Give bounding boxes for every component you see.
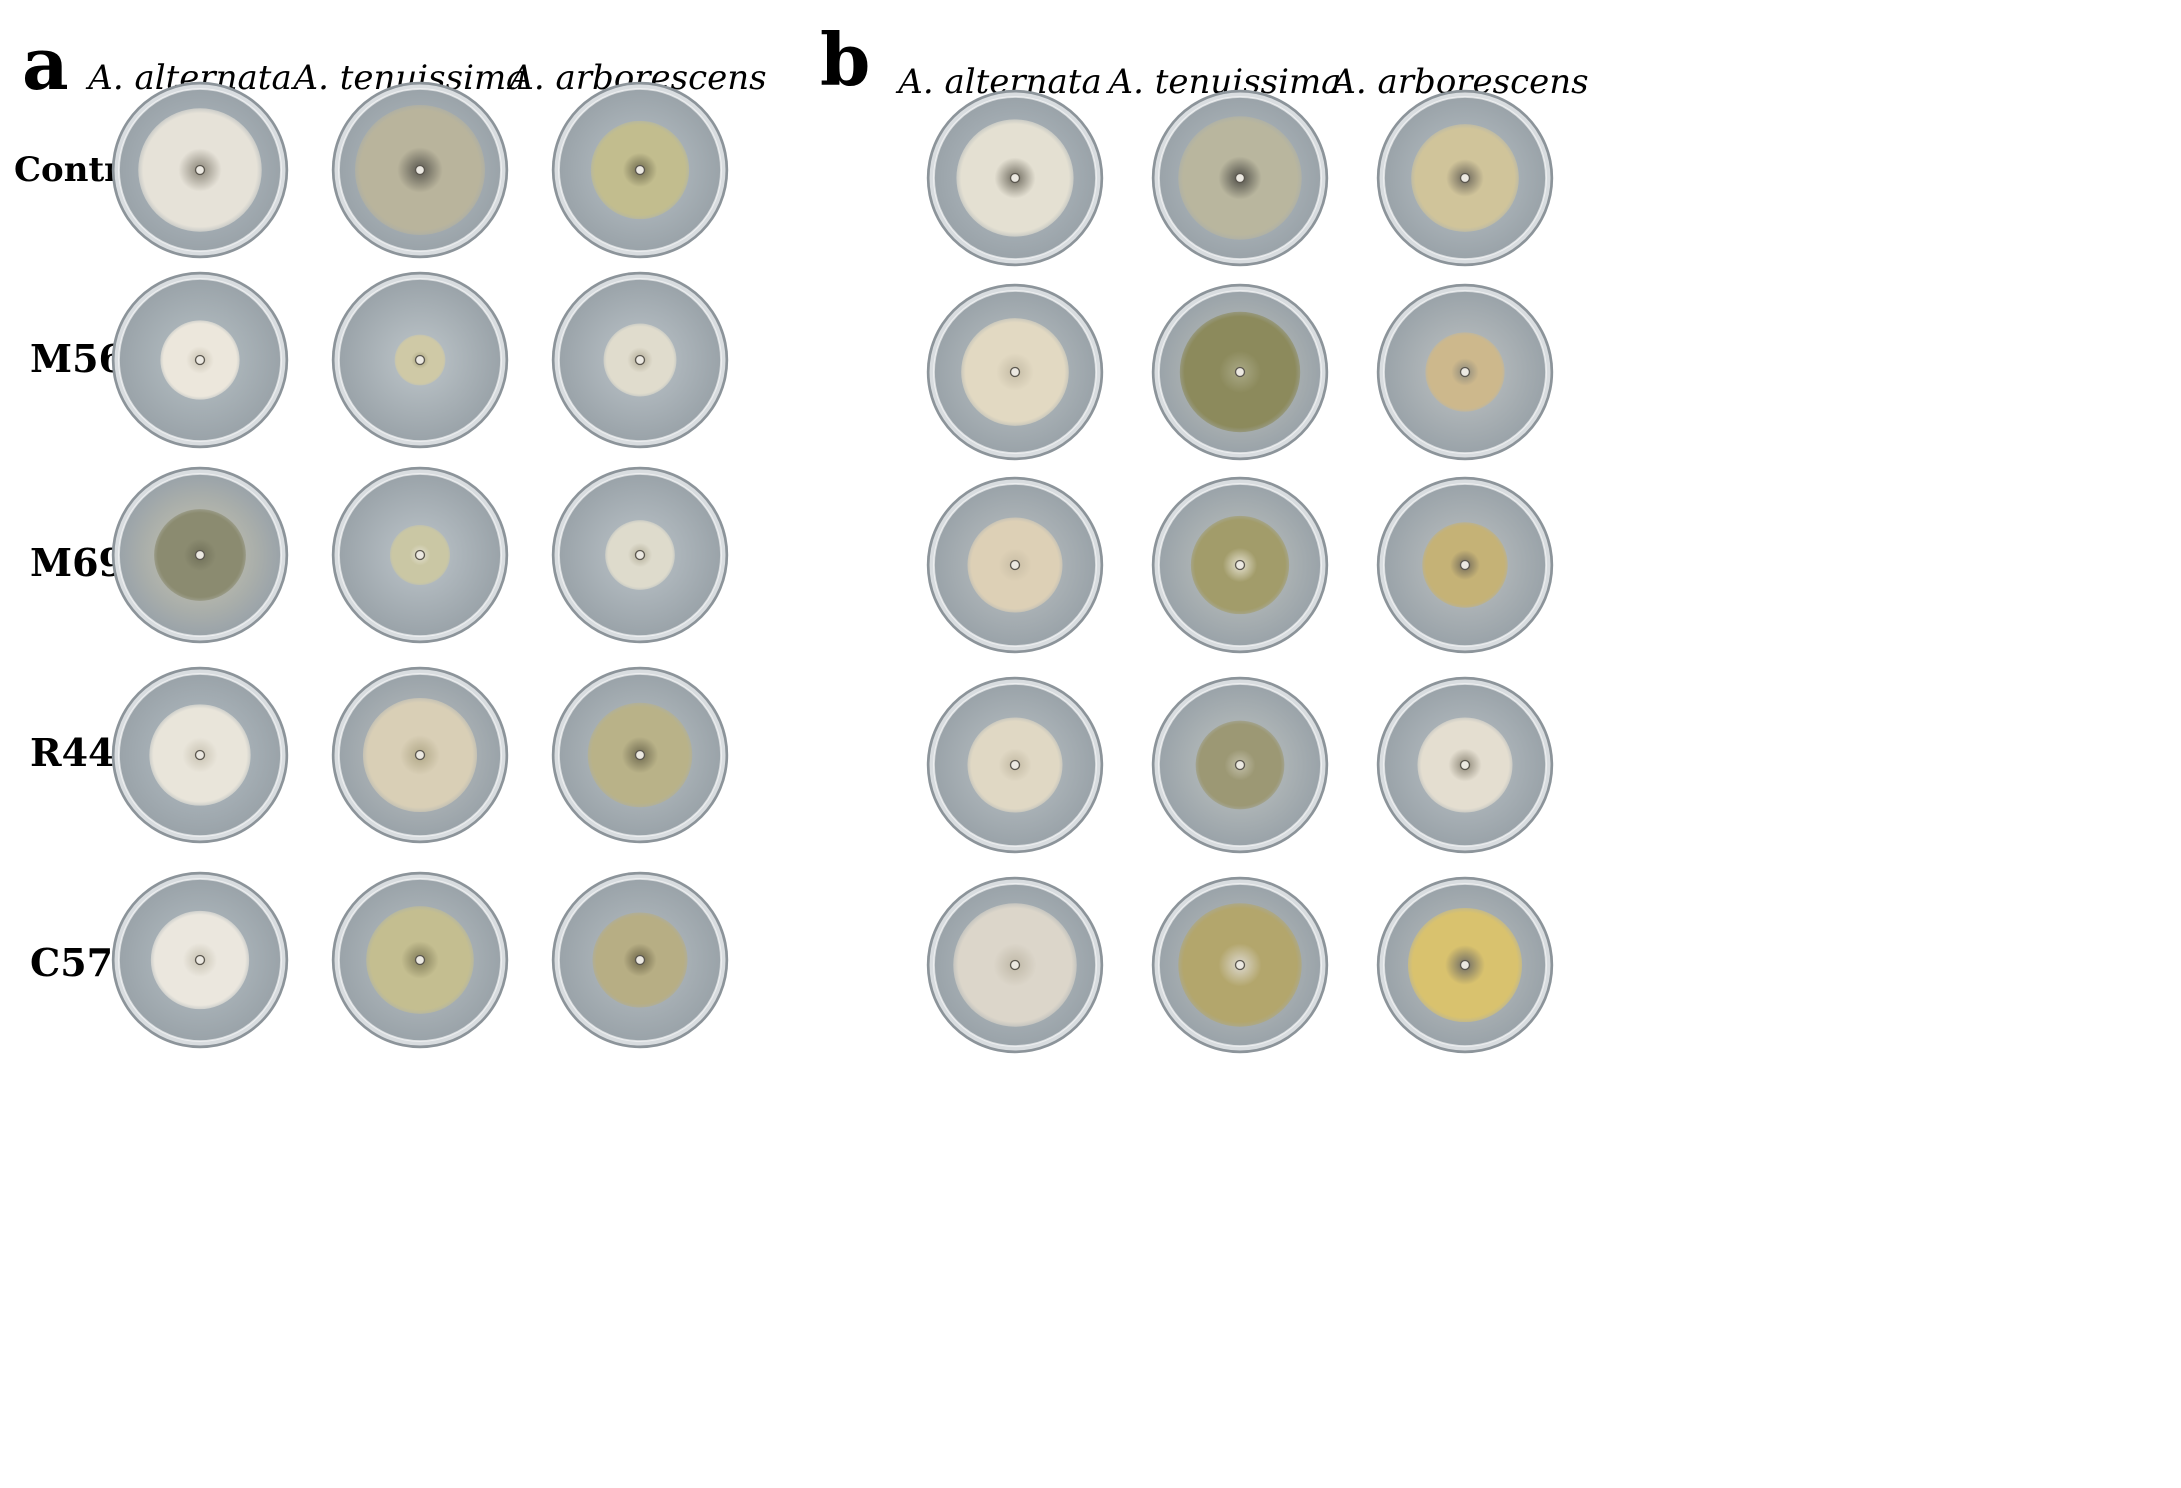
petri-dish-image — [111, 81, 289, 259]
petri-dish-image — [111, 666, 289, 844]
petri-dish-a-r2-c1 — [110, 270, 290, 450]
petri-dish-b-r5-c3 — [1375, 875, 1555, 1055]
row-label-r44: R44 — [30, 730, 115, 775]
row-label-c57: C57 — [30, 940, 114, 985]
row-label-m69: M69 — [30, 540, 125, 585]
petri-dish-b-r2-c1 — [925, 282, 1105, 462]
petri-dish-image — [331, 466, 509, 644]
petri-dish-image — [331, 666, 509, 844]
petri-dish-image — [1151, 476, 1329, 654]
petri-dish-image — [331, 271, 509, 449]
petri-dish-a-r3-c3 — [550, 465, 730, 645]
petri-dish-b-r1-c2 — [1150, 88, 1330, 268]
petri-dish-a-r3-c1 — [110, 465, 290, 645]
petri-dish-image — [926, 89, 1104, 267]
petri-dish-image — [551, 466, 729, 644]
petri-dish-a-r1-c3 — [550, 80, 730, 260]
panel-label-b: b — [820, 17, 871, 102]
petri-dish-b-r4-c2 — [1150, 675, 1330, 855]
petri-dish-image — [551, 666, 729, 844]
petri-dish-a-r4-c2 — [330, 665, 510, 845]
petri-dish-image — [926, 676, 1104, 854]
petri-dish-a-r5-c1 — [110, 870, 290, 1050]
petri-dish-b-r3-c2 — [1150, 475, 1330, 655]
petri-dish-a-r1-c1 — [110, 80, 290, 260]
petri-dish-a-r4-c3 — [550, 665, 730, 845]
petri-dish-b-r1-c1 — [925, 88, 1105, 268]
petri-dish-b-r1-c3 — [1375, 88, 1555, 268]
petri-dish-a-r2-c3 — [550, 270, 730, 450]
petri-dish-image — [331, 871, 509, 1049]
petri-dish-image — [331, 81, 509, 259]
petri-dish-b-r3-c3 — [1375, 475, 1555, 655]
petri-dish-image — [551, 871, 729, 1049]
petri-dish-a-r2-c2 — [330, 270, 510, 450]
petri-dish-image — [926, 476, 1104, 654]
row-label-m56: M56 — [30, 336, 125, 381]
petri-dish-image — [1376, 89, 1554, 267]
petri-dish-a-r5-c3 — [550, 870, 730, 1050]
petri-dish-a-r5-c2 — [330, 870, 510, 1050]
petri-dish-image — [926, 283, 1104, 461]
petri-dish-b-r4-c3 — [1375, 675, 1555, 855]
petri-dish-image — [1376, 876, 1554, 1054]
petri-dish-b-r4-c1 — [925, 675, 1105, 855]
petri-dish-image — [1151, 89, 1329, 267]
petri-dish-b-r2-c2 — [1150, 282, 1330, 462]
petri-dish-image — [551, 271, 729, 449]
petri-dish-image — [111, 271, 289, 449]
petri-dish-image — [111, 466, 289, 644]
petri-dish-image — [1151, 676, 1329, 854]
petri-dish-a-r1-c2 — [330, 80, 510, 260]
panel-label-a: a — [22, 21, 69, 106]
petri-dish-b-r3-c1 — [925, 475, 1105, 655]
petri-dish-b-r5-c1 — [925, 875, 1105, 1055]
petri-dish-image — [1151, 283, 1329, 461]
petri-dish-b-r5-c2 — [1150, 875, 1330, 1055]
petri-dish-image — [111, 871, 289, 1049]
petri-dish-image — [551, 81, 729, 259]
petri-dish-a-r4-c1 — [110, 665, 290, 845]
petri-dish-a-r3-c2 — [330, 465, 510, 645]
petri-dish-b-r2-c3 — [1375, 282, 1555, 462]
petri-dish-image — [1151, 876, 1329, 1054]
petri-dish-image — [1376, 676, 1554, 854]
petri-dish-image — [1376, 476, 1554, 654]
petri-dish-image — [926, 876, 1104, 1054]
petri-dish-image — [1376, 283, 1554, 461]
